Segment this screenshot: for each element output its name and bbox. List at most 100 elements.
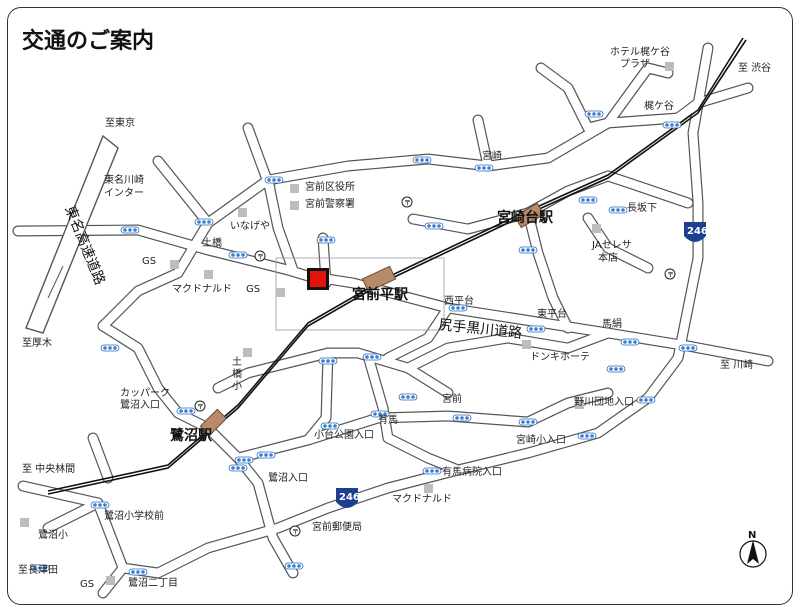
label-carpark-2: 鷺沼入口 bbox=[120, 398, 160, 411]
svg-text:〒: 〒 bbox=[404, 199, 411, 207]
traffic-signals bbox=[30, 110, 698, 576]
label-to-chuorinkan: 至 中央林間 bbox=[22, 462, 75, 475]
label-saginuma: 鷺沼駅 bbox=[170, 427, 213, 444]
traffic-signal-icon bbox=[448, 304, 468, 312]
station-miyamaedaira bbox=[361, 265, 397, 293]
svg-text:N: N bbox=[748, 530, 756, 541]
traffic-signal-icon bbox=[636, 396, 656, 404]
label-mcdonalds-1: マクドナルド bbox=[172, 283, 232, 295]
label-nagasakashita: 長坂下 bbox=[627, 202, 657, 214]
label-ward-office: 宮前区役所 bbox=[305, 180, 355, 193]
traffic-signal-icon bbox=[284, 562, 304, 570]
traffic-signal-icon bbox=[662, 121, 682, 129]
building-markers bbox=[20, 62, 674, 585]
label-tsuchihashi-sho-1: 土 bbox=[232, 355, 242, 368]
label-miyazakidai: 宮崎台駅 bbox=[497, 209, 554, 226]
label-saginuma-2chome: 鷺沼二丁目 bbox=[128, 576, 178, 589]
police-icon: 〒 bbox=[401, 196, 413, 208]
label-police: 宮前警察署 bbox=[305, 197, 355, 210]
label-kajigaya: 梶ケ谷 bbox=[644, 99, 674, 112]
target-location bbox=[307, 268, 329, 290]
traffic-signal-icon bbox=[30, 564, 50, 572]
label-miyazaki-sho: 宮崎小入口 bbox=[516, 433, 566, 446]
traffic-signal-icon bbox=[608, 206, 628, 214]
label-arima-hospital: 有馬病院入口 bbox=[442, 465, 502, 478]
traffic-signal-icon bbox=[320, 422, 340, 430]
label-gs-1: GS bbox=[142, 256, 156, 267]
label-gs-3: GS bbox=[80, 579, 94, 590]
label-carpark-1: カッパーク bbox=[120, 387, 170, 399]
traffic-signal-icon bbox=[518, 418, 538, 426]
label-saginuma-sho-front: 鷺沼小学校前 bbox=[104, 509, 164, 522]
label-tomei-kawasaki-2: インター bbox=[104, 187, 144, 199]
map-frame: 〒 〒 〒 〒 〒 246 246 N 交通のご案内 宮前平駅 宮崎台駅 鷺沼駅… bbox=[7, 7, 793, 605]
label-mabuka: 馬絹 bbox=[602, 317, 622, 330]
post-office-icon-2: 〒 bbox=[194, 400, 206, 412]
traffic-signal-icon bbox=[584, 110, 604, 118]
label-saginuma-sho: 鷺沼小 bbox=[38, 528, 68, 541]
traffic-signal-icon bbox=[228, 464, 248, 472]
label-tsuchihashi-sho-2: 橋 bbox=[232, 367, 242, 380]
label-nogawa: 野川団地入口 bbox=[574, 395, 634, 408]
traffic-signal-icon bbox=[606, 365, 626, 373]
traffic-signal-icon bbox=[424, 222, 444, 230]
traffic-signal-icon bbox=[518, 246, 538, 254]
label-ja-2: 本店 bbox=[598, 251, 618, 264]
map-title: 交通のご案内 bbox=[22, 28, 154, 54]
route-246-shield-south: 246 bbox=[336, 488, 360, 508]
label-tomei-kawasaki-1: 東名川崎 bbox=[104, 173, 144, 186]
svg-text:〒: 〒 bbox=[197, 403, 204, 411]
traffic-signal-icon bbox=[256, 451, 276, 459]
traffic-signal-icon bbox=[316, 236, 336, 244]
station-markers bbox=[199, 202, 545, 437]
access-map: 〒 〒 〒 〒 〒 246 246 N 交通のご案内 宮前平駅 宮崎台駅 鷺沼駅… bbox=[12, 28, 774, 599]
label-gs-2: GS bbox=[246, 284, 260, 295]
traffic-signal-icon bbox=[318, 357, 338, 365]
label-inageya: いなげや bbox=[230, 220, 270, 232]
label-donki: ドンキホーテ bbox=[530, 351, 590, 363]
label-tsuchihashi: 土橋 bbox=[202, 236, 222, 249]
traffic-signal-icon bbox=[678, 344, 698, 352]
svg-text:〒: 〒 bbox=[292, 528, 299, 536]
label-hotel-1: ホテル梶ケ谷 bbox=[610, 45, 670, 58]
traffic-signal-icon bbox=[398, 393, 418, 401]
traffic-signal-icon bbox=[100, 344, 120, 352]
traffic-signal-icon bbox=[128, 568, 148, 576]
traffic-signal-icon bbox=[526, 325, 546, 333]
label-to-tokyo: 至東京 bbox=[105, 116, 135, 129]
traffic-signal-icon bbox=[120, 226, 140, 234]
traffic-signal-icon bbox=[578, 196, 598, 204]
post-office-icon-3: 〒 bbox=[289, 525, 301, 537]
label-hotel-2: プラザ bbox=[620, 58, 650, 70]
label-miyazaki: 宮崎 bbox=[482, 149, 502, 162]
label-higashiheidai: 東平台 bbox=[537, 307, 567, 320]
police-icon-2: 〒 bbox=[254, 250, 266, 262]
traffic-signal-icon bbox=[577, 432, 597, 440]
traffic-signal-icon bbox=[234, 456, 254, 464]
north-arrow: N bbox=[739, 530, 767, 568]
svg-text:246: 246 bbox=[339, 492, 360, 503]
label-miyamae: 宮前 bbox=[442, 392, 462, 405]
svg-text:246: 246 bbox=[687, 226, 708, 237]
label-to-kawasaki: 至 川崎 bbox=[720, 358, 753, 371]
svg-text:〒: 〒 bbox=[257, 253, 264, 261]
traffic-signal-icon bbox=[228, 251, 248, 259]
label-ja-1: JAセレサ bbox=[591, 239, 632, 251]
label-saginuma-entrance: 鷺沼入口 bbox=[268, 471, 308, 484]
station-miyazakidai bbox=[514, 202, 545, 229]
label-to-nagatsuta: 至長津田 bbox=[18, 564, 58, 576]
label-to-shibuya: 至 渋谷 bbox=[738, 61, 771, 74]
tomei-expressway bbox=[25, 134, 119, 334]
traffic-signal-icon bbox=[452, 414, 472, 422]
label-kodai-park: 小台公園入口 bbox=[314, 428, 374, 441]
label-tsuchihashi-sho-3: 小 bbox=[232, 380, 242, 392]
traffic-signal-icon bbox=[412, 156, 432, 164]
traffic-signal-icon bbox=[90, 501, 110, 509]
station-saginuma bbox=[199, 408, 228, 437]
label-mcdonalds-2: マクドナルド bbox=[392, 493, 452, 505]
label-nishiheidai: 西平台 bbox=[444, 294, 474, 307]
traffic-signal-icon bbox=[362, 353, 382, 361]
label-post-office: 宮前郵便局 bbox=[312, 520, 362, 533]
traffic-signal-icon bbox=[264, 176, 284, 184]
traffic-signal-icon bbox=[620, 338, 640, 346]
